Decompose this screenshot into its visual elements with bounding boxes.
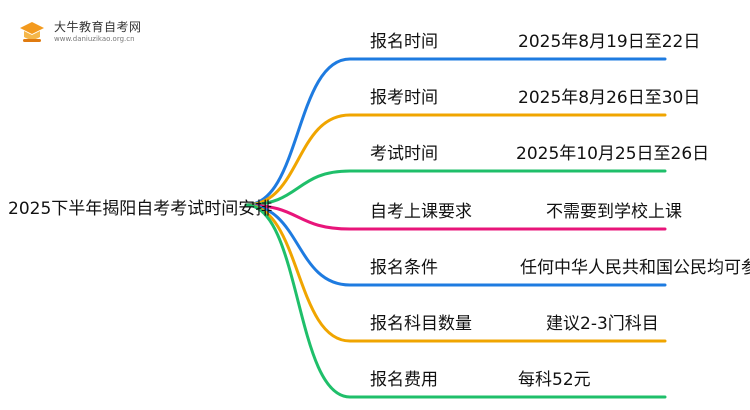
logo-name: 大牛教育自考网: [54, 20, 142, 34]
logo-url: www.daniuzikao.org.cn: [54, 35, 135, 43]
book-pencil-icon: [20, 22, 44, 42]
branch-connector: [244, 203, 667, 343]
branch-connector: [244, 113, 667, 207]
root-topic: 2025下半年揭阳自考考试时间安排: [8, 199, 273, 219]
branch-label: 报名时间: [370, 32, 438, 52]
branch-connector: [244, 203, 667, 399]
branch-value: 任何中华人民共和国公民均可参加: [520, 258, 750, 278]
branch-connector: [244, 169, 667, 207]
branch-connector: [244, 57, 667, 207]
branch-value: 不需要到学校上课: [546, 202, 682, 222]
branch-connector: [244, 203, 667, 287]
branch-label: 报名费用: [370, 370, 438, 390]
branch-label: 自考上课要求: [370, 202, 472, 222]
branch-label: 考试时间: [370, 144, 438, 164]
branch-value: 建议2-3门科目: [546, 314, 659, 334]
branch-value: 2025年8月19日至22日: [518, 32, 701, 52]
branch-connector: [244, 203, 667, 231]
branch-label: 报名条件: [370, 258, 438, 278]
branch-value: 2025年8月26日至30日: [518, 88, 701, 108]
branch-value: 2025年10月25日至26日: [516, 144, 710, 164]
site-logo[interactable]: 大牛教育自考网 www.daniuzikao.org.cn: [18, 16, 168, 50]
branch-value: 每科52元: [518, 370, 591, 390]
branch-label: 报考时间: [370, 88, 438, 108]
branch-label: 报名科目数量: [370, 314, 472, 334]
